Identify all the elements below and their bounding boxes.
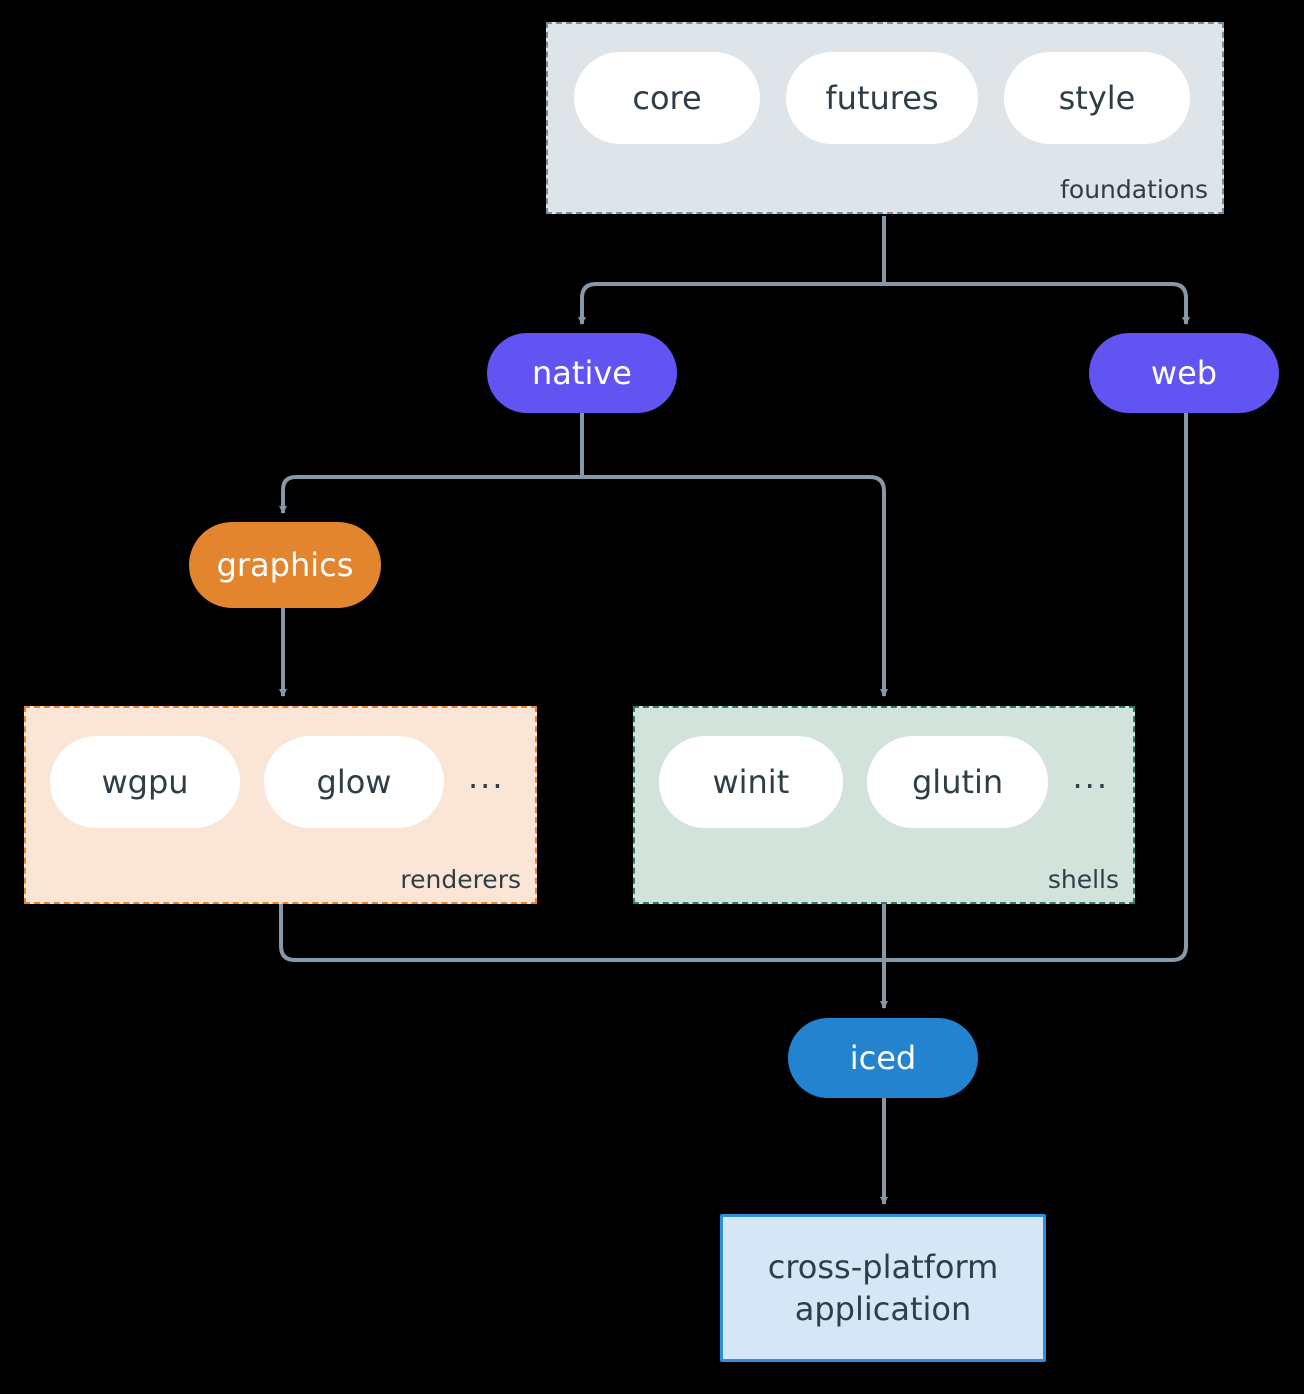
cluster-renderers: wgpu glow ... renderers: [24, 706, 537, 904]
foundations-pill-row: core futures style: [548, 52, 1222, 144]
leaf-glutin-label: glutin: [911, 763, 1004, 801]
node-application-line2: application: [794, 1290, 972, 1328]
cluster-shells: winit glutin ... shells: [633, 706, 1135, 904]
node-native-label: native: [532, 354, 632, 392]
edge-native-shells: [582, 475, 888, 697]
leaf-style[interactable]: style: [1004, 52, 1190, 144]
node-cross-platform-application[interactable]: cross-platform application: [720, 1214, 1046, 1362]
node-application-line1: cross-platform: [767, 1247, 999, 1286]
cluster-foundations-label: foundations: [1060, 175, 1208, 204]
leaf-style-label: style: [1058, 79, 1136, 117]
cluster-shells-label: shells: [1047, 865, 1119, 894]
shells-pill-row: winit glutin ...: [635, 736, 1133, 828]
cluster-renderers-label: renderers: [400, 865, 521, 894]
node-native[interactable]: native: [487, 333, 677, 413]
node-iced-label: iced: [849, 1039, 917, 1077]
edge-foundations-web: [884, 282, 1190, 325]
leaf-winit[interactable]: winit: [659, 736, 843, 828]
node-iced[interactable]: iced: [788, 1018, 978, 1098]
leaf-winit-label: winit: [712, 763, 790, 801]
renderers-pill-row: wgpu glow ...: [26, 736, 535, 828]
leaf-wgpu-label: wgpu: [101, 763, 189, 801]
edge-renderers-iced: [279, 904, 884, 962]
edge-native-graphics: [279, 475, 582, 514]
leaf-glutin[interactable]: glutin: [866, 736, 1049, 828]
leaf-glow[interactable]: glow: [264, 736, 444, 828]
leaf-wgpu[interactable]: wgpu: [50, 736, 240, 828]
leaf-core[interactable]: core: [574, 52, 760, 144]
node-graphics-label: graphics: [216, 546, 354, 584]
node-web[interactable]: web: [1089, 333, 1279, 413]
leaf-futures[interactable]: futures: [786, 52, 978, 144]
cluster-foundations: core futures style foundations: [546, 22, 1224, 214]
leaf-glow-label: glow: [316, 763, 392, 801]
edge-foundations-native: [578, 282, 884, 325]
node-graphics[interactable]: graphics: [189, 522, 381, 608]
renderers-more-ellipsis: ...: [468, 758, 505, 796]
leaf-core-label: core: [632, 79, 702, 117]
node-web-label: web: [1150, 354, 1218, 392]
shells-more-ellipsis: ...: [1072, 758, 1109, 796]
leaf-futures-label: futures: [825, 79, 939, 117]
